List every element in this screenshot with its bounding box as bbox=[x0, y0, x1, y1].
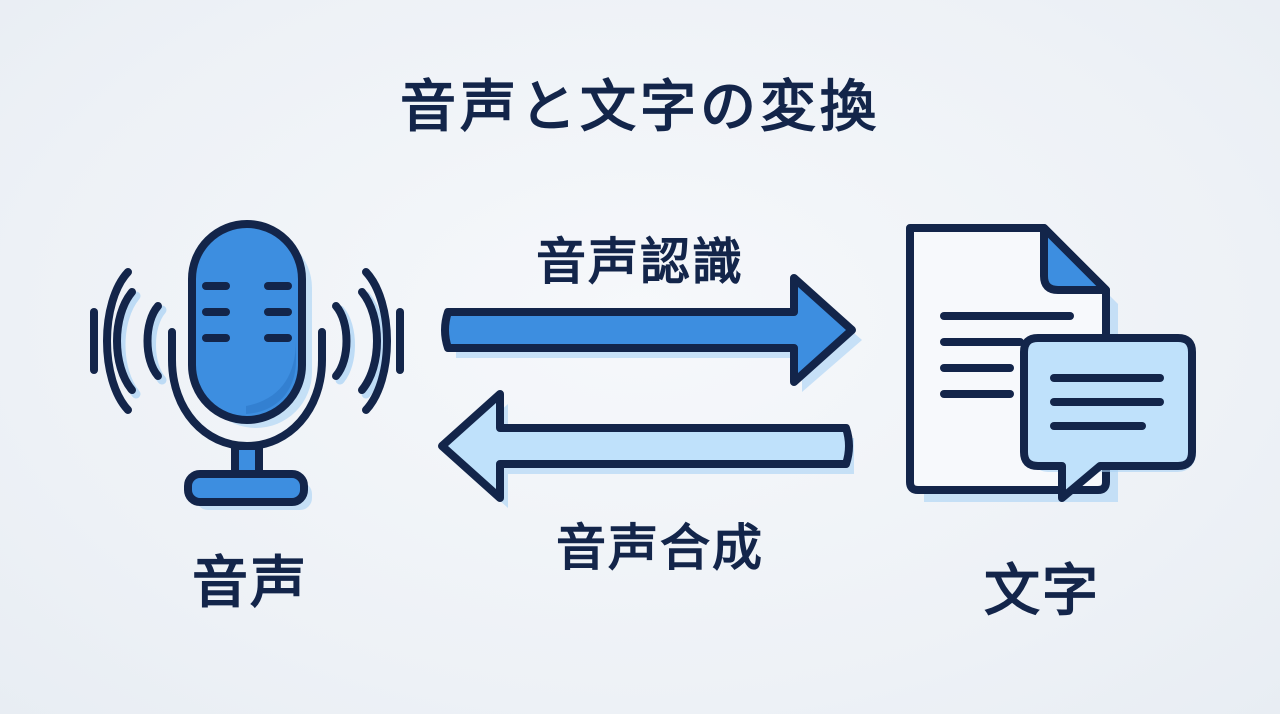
recognition-label: 音声認識 bbox=[536, 233, 744, 291]
text-label: 文字 bbox=[984, 559, 1100, 624]
synthesis-label: 音声合成 bbox=[556, 519, 764, 577]
arrow-left-synthesis bbox=[438, 390, 854, 508]
microphone-icon bbox=[168, 220, 326, 510]
diagram-title: 音声と文字の変換 bbox=[400, 75, 880, 140]
voice-label: 音声 bbox=[192, 551, 308, 616]
sound-waves-icon bbox=[90, 268, 404, 414]
document-with-speech-bubble-icon bbox=[906, 224, 1196, 502]
arrow-right-recognition bbox=[441, 274, 862, 392]
